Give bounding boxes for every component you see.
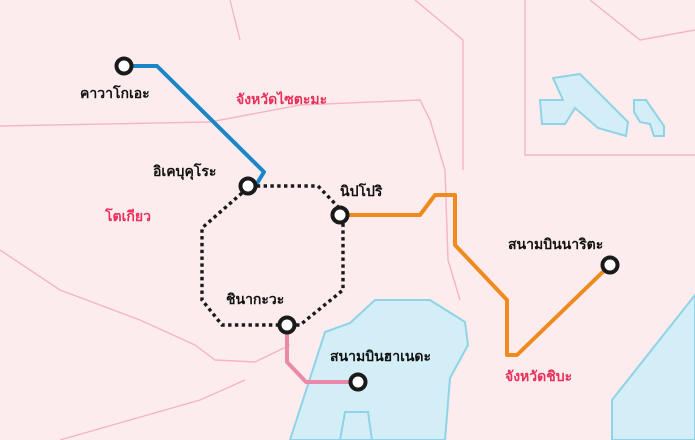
- ibaraki-north-boundary: [589, 0, 695, 41]
- saitama-ibaraki-boundary: [414, 0, 464, 170]
- station-label-haneda[interactable]: สนามบินฮาเนดะ: [330, 349, 432, 365]
- station-marker-ikebukuro[interactable]: [238, 176, 258, 196]
- station-marker-narita[interactable]: [600, 255, 620, 275]
- kanagawa-inner-boundary: [59, 379, 246, 440]
- prefecture-label-chiba: จังหวัดชิบะ: [505, 369, 573, 385]
- ibaraki-chiba-boundary: [524, 0, 695, 156]
- station-label-ikebukuro[interactable]: อิเคบุคุโระ: [153, 164, 217, 180]
- station-label-kawaguchi[interactable]: คาวาโกเอะ: [80, 86, 150, 102]
- haneda-channel-water: [338, 411, 374, 440]
- tokyo-kanagawa-boundary: [0, 249, 291, 363]
- pacific-water: [611, 293, 695, 440]
- station-label-narita[interactable]: สนามบินนาริตะ: [508, 237, 604, 253]
- station-label-nippori[interactable]: นิปโปริ: [340, 184, 383, 200]
- nippori-narita-line: [340, 193, 612, 357]
- kasumigaura-lake-water: [538, 72, 630, 138]
- station-marker-shinagawa[interactable]: [277, 315, 297, 335]
- tokyo-bay-water: [288, 299, 470, 440]
- station-markers: [114, 56, 620, 392]
- prefecture-label-saitama: จังหวัดไซตะมะ: [236, 92, 328, 108]
- station-label-shinagawa[interactable]: ชินากะวะ: [226, 292, 285, 308]
- yamanote-loop-line: [200, 184, 345, 327]
- station-marker-haneda[interactable]: [348, 372, 368, 392]
- north-boundary: [229, 0, 241, 41]
- prefecture-label-tokyo: โตเกียว: [105, 209, 151, 225]
- station-marker-kawaguchi[interactable]: [114, 56, 134, 76]
- shinagawa-haneda-line: [285, 325, 358, 384]
- station-marker-nippori[interactable]: [330, 205, 350, 225]
- saitama-tokyo-boundary: [0, 99, 461, 301]
- kitaura-lake-water: [633, 99, 665, 137]
- kawagoe-ikebukuro-line: [124, 64, 266, 187]
